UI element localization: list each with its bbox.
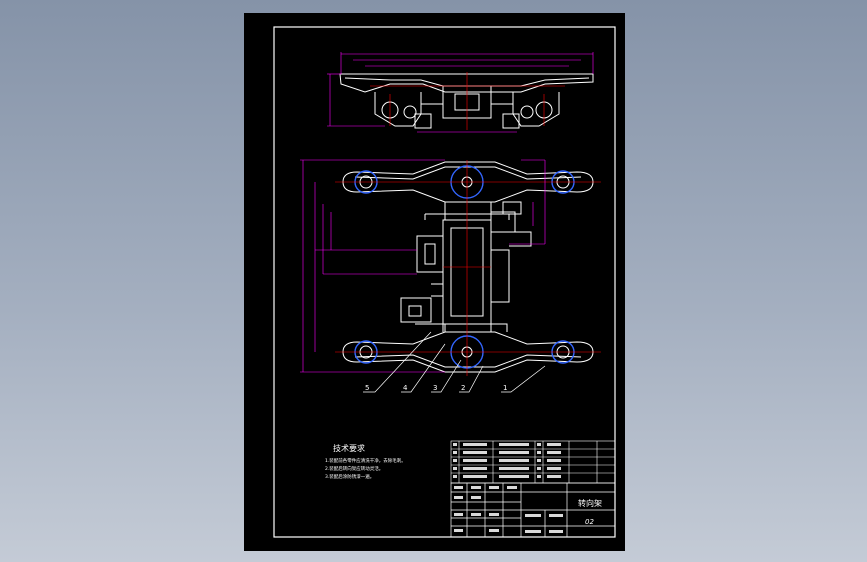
drawing-sheet: 5 4 3 2 1 技术要求 1.装配前各零件应清洗干净，去除毛刺。 2.装配后…	[244, 13, 625, 551]
parts-list	[450, 440, 616, 484]
front-elevation-view	[339, 73, 594, 129]
part-leaders	[363, 331, 546, 393]
leader-label-3: 3	[433, 384, 437, 392]
requirement-line-2: 2.装配后转向架应转动灵活。	[325, 465, 383, 472]
leader-label-2: 2	[461, 384, 465, 392]
requirement-line-1: 1.装配前各零件应清洗干净，去除毛刺。	[325, 457, 406, 464]
title-block-cells	[454, 486, 563, 533]
front-view-dimensions	[327, 52, 594, 133]
parts-list-cells	[453, 443, 561, 478]
requirement-line-3: 3.装配后涂防锈漆一遍。	[325, 473, 374, 480]
leader-label-4: 4	[403, 384, 408, 392]
front-view-centerlines	[370, 72, 565, 130]
leader-label-1: 1	[503, 384, 507, 392]
cad-drawing: 5 4 3 2 1 技术要求 1.装配前各零件应清洗干净，去除毛刺。 2.装配后…	[273, 26, 616, 538]
drawing-number: 02	[585, 518, 594, 526]
drawing-title: 转向架	[578, 498, 602, 508]
requirements-heading: 技术要求	[333, 443, 365, 453]
plan-view-dimensions	[300, 159, 546, 373]
plan-view-centerlines	[335, 160, 601, 376]
inner-frame	[273, 26, 616, 538]
leader-label-5: 5	[365, 384, 369, 392]
title-block	[450, 482, 616, 538]
